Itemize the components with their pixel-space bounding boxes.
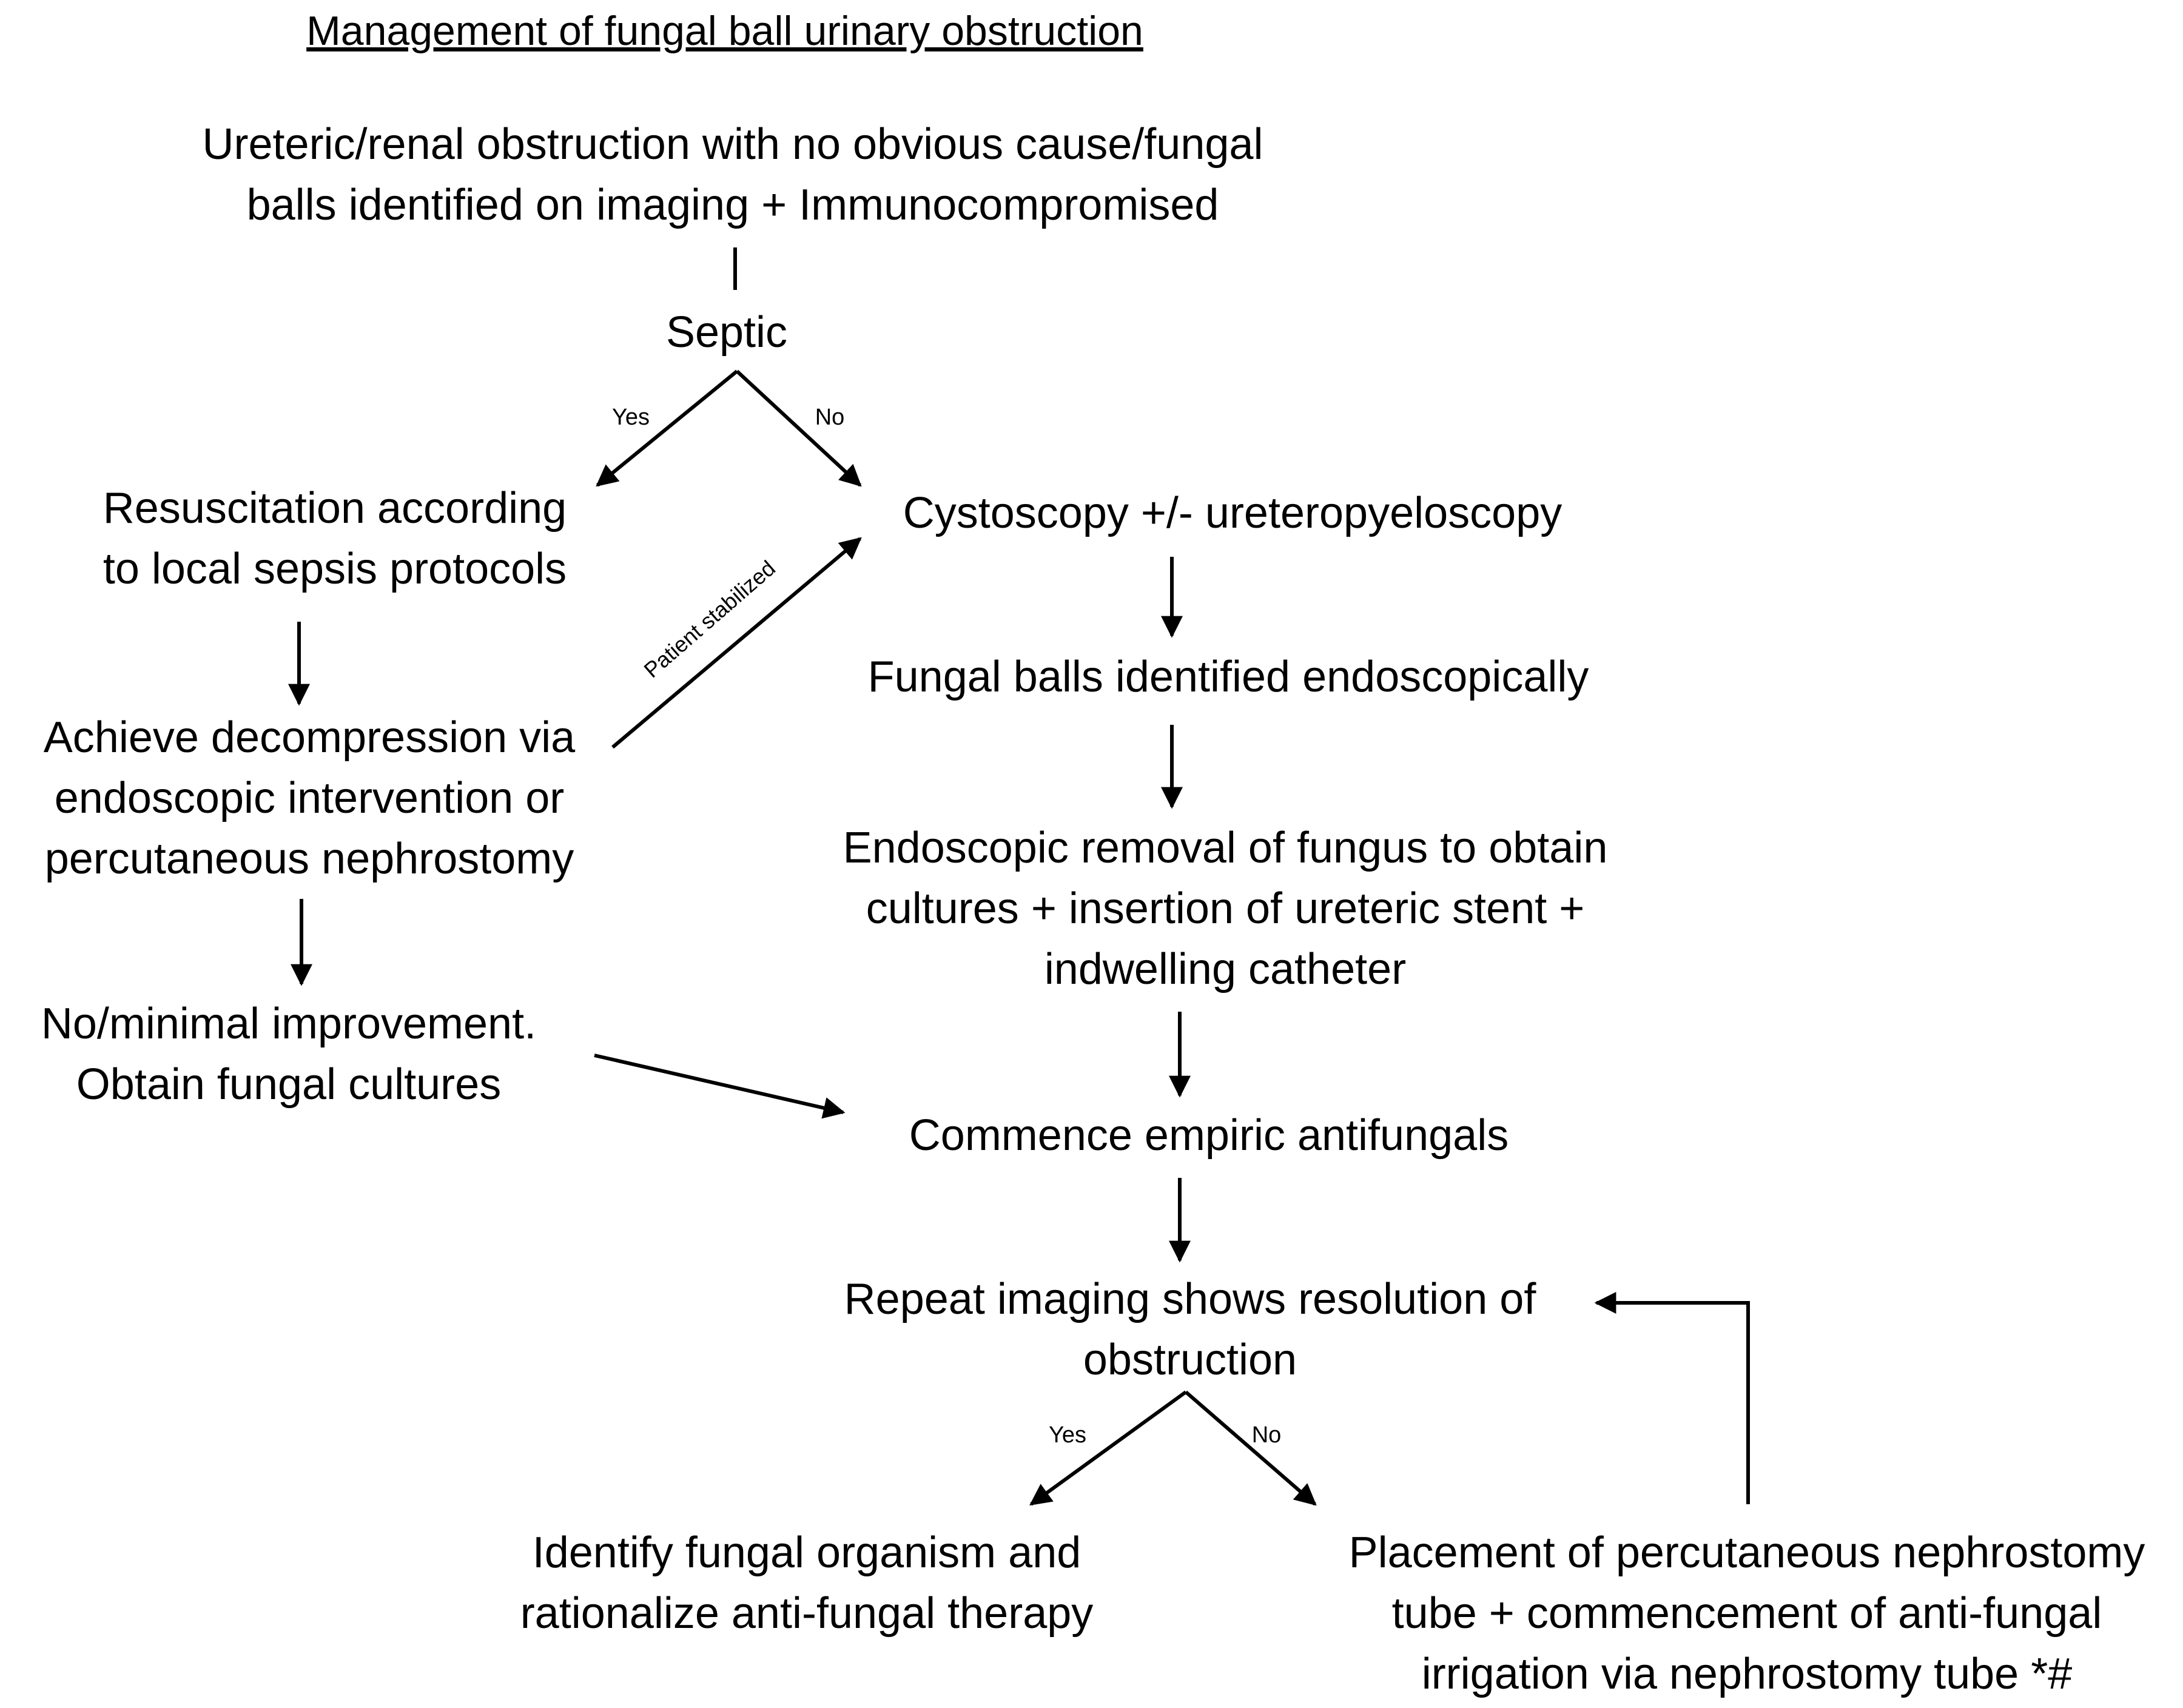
edge-label-imaging-yes: Yes [1049,1422,1086,1448]
node-nephrostomy-placement-line3: irrigation via nephrostomy tube *# [1422,1650,2073,1698]
node-nephrostomy-placement-line2: tube + commencement of anti-fungal [1392,1589,2102,1638]
edge-label-imaging-no: No [1252,1422,1282,1448]
node-minimal-improvement-line2: Obtain fungal cultures [76,1060,501,1109]
node-resuscitation-line1: Resuscitation according [103,484,567,533]
node-nephrostomy-placement: Placement of percutaneous nephrostomy tu… [1349,1528,2145,1698]
node-endoscopic-removal-line2: cultures + insertion of ureteric stent + [866,884,1585,933]
node-start-line2: balls identified on imaging + Immunocomp… [247,181,1219,229]
node-resuscitation-line2: to local sepsis protocols [103,545,567,593]
node-resuscitation: Resuscitation according to local sepsis … [103,484,567,593]
node-endoscopic-removal-line1: Endoscopic removal of fungus to obtain [843,824,1608,872]
node-endoscopic-removal: Endoscopic removal of fungus to obtain c… [843,824,1608,994]
edge-minimal-to-antifungals [594,1054,846,1119]
node-repeat-imaging-line1: Repeat imaging shows resolution of [844,1275,1537,1323]
node-repeat-imaging: Repeat imaging shows resolution of obstr… [844,1275,1537,1384]
edge-label-septic-yes: Yes [612,405,650,430]
node-repeat-imaging-line2: obstruction [1083,1336,1297,1384]
edge-patient-stabilized [611,537,862,749]
node-nephrostomy-placement-line1: Placement of percutaneous nephrostomy [1349,1528,2145,1577]
node-minimal-improvement-line1: No/minimal improvement. [41,1000,536,1048]
edge-septic-yes [596,369,738,487]
node-antifungals: Commence empiric antifungals [909,1111,1509,1160]
node-identify-organism-line1: Identify fungal organism and [533,1528,1081,1577]
node-identify-organism: Identify fungal organism and rationalize… [520,1528,1094,1638]
edge-label-septic-no: No [815,405,845,430]
node-start-line1: Ureteric/renal obstruction with no obvio… [203,120,1263,169]
node-minimal-improvement: No/minimal improvement. Obtain fungal cu… [41,1000,536,1109]
diagram-title: Management of fungal ball urinary obstru… [306,8,1143,54]
edge-nephrostomy-loop-back [1594,1292,1750,1504]
edge-septic-no [735,369,862,487]
node-identify-organism-line2: rationalize anti-fungal therapy [520,1589,1094,1638]
node-septic: Septic [666,308,787,357]
node-start: Ureteric/renal obstruction with no obvio… [203,120,1263,229]
node-cystoscopy: Cystoscopy +/- ureteropyeloscopy [903,489,1562,537]
edge-imaging-no [1185,1390,1317,1506]
node-fungal-identified: Fungal balls identified endoscopically [868,653,1589,701]
edge-imaging-yes [1029,1390,1187,1506]
node-decompression-line1: Achieve decompression via [44,713,576,762]
node-decompression-line3: percutaneous nephrostomy [45,835,574,883]
node-decompression: Achieve decompression via endoscopic int… [44,713,576,883]
node-endoscopic-removal-line3: indwelling catheter [1044,945,1406,994]
node-decompression-line2: endoscopic intervention or [55,774,565,822]
